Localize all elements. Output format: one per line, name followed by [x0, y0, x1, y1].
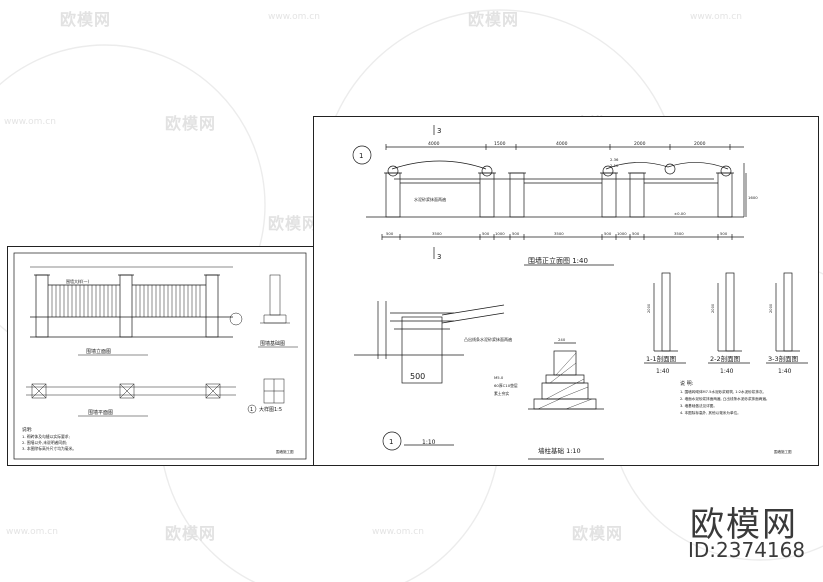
left-note-3: 3. 本图除标高外尺寸均为毫米。: [22, 446, 76, 451]
bottom-dim-11: 500: [720, 231, 728, 236]
top-dim-4: 2000: [634, 141, 646, 147]
brand-id: ID:2374168: [688, 538, 806, 562]
watermark-brand: 欧模网: [572, 524, 624, 543]
right-sheet-name: 围墙施工图: [774, 449, 792, 454]
bottom-dim-4: 1000: [495, 231, 505, 236]
bottom-dim-1: 500: [386, 231, 394, 236]
bottom-dim-7: 500: [604, 231, 612, 236]
watermark-brand: 欧模网: [165, 114, 217, 133]
right-note-3: 3. 墙基础做法见详图。: [680, 403, 717, 408]
detail-scale: 1:10: [422, 439, 436, 446]
watermark-url: www.om.cn: [6, 527, 58, 537]
section-2-dim-a: 2000: [711, 303, 715, 313]
small-dim-1: 2.36: [610, 157, 619, 162]
top-dim-5: 2000: [694, 141, 706, 147]
right-note-4: 4. 本图除标高外, 其他以毫米为单位。: [680, 410, 741, 415]
bottom-dim-8: 1000: [617, 231, 627, 236]
left-notes-title: 说明:: [22, 426, 33, 433]
watermark-brand: 欧模网: [60, 10, 112, 29]
left-note-2: 2. 围墙以外,未说明者同前;: [22, 440, 67, 445]
left-elevation-title: 围墙立面图: [86, 348, 111, 355]
bottom-dim-10: 3500: [674, 231, 684, 236]
left-drawing-sheet: 围墙大样(一) 围墙立面图 围墙基础图 围墙平面图 1 大样图1:5 说明: 1…: [7, 246, 314, 466]
wall-note: 水泥砂浆抹面两遍: [414, 196, 446, 202]
detail-title-number: 1: [389, 438, 393, 446]
height-dim: 1600: [748, 195, 758, 200]
section-marker-bottom: 3: [437, 253, 441, 261]
section-3-title: 3-3剖面图: [768, 354, 798, 363]
elevation-title: 围墙正立面图 1:40: [528, 256, 588, 265]
right-note-1: 1. 围墙砖砌体M7.5水泥砂浆砌筑, 1:2水泥砂浆抹灰。: [680, 389, 766, 394]
section-2-title: 2-2剖面图: [710, 354, 740, 363]
footing-layer-2: 60厚C10垫层: [494, 383, 518, 388]
top-dim-2: 1500: [494, 141, 506, 147]
watermark-url: www.om.cn: [372, 527, 424, 537]
top-dim-1: 4000: [428, 141, 440, 147]
footing-layer-1: M5.0: [494, 375, 504, 380]
footing-layer-3: 素土夯实: [494, 391, 509, 396]
bottom-dim-2: 3500: [432, 231, 442, 236]
section-2-scale: 1:40: [720, 368, 734, 375]
bottom-dim-5: 500: [512, 231, 520, 236]
detail-callout-number: 1: [359, 152, 363, 160]
watermark-brand: 欧模网: [468, 10, 520, 29]
left-detail-number: 1: [250, 407, 253, 413]
left-sheet-drawing: 围墙大样(一) 围墙立面图 围墙基础图 围墙平面图 1 大样图1:5 说明: 1…: [13, 252, 307, 460]
small-dim-2: 2.10: [610, 163, 619, 168]
left-plan-title: 围墙平面图: [88, 409, 113, 416]
brand-logo-text: 欧模网: [690, 505, 798, 545]
profile-note: 凸出线条水泥砂浆抹面两遍: [464, 336, 512, 342]
right-drawing-sheet: 3 3 1 4000 1500 4000 2000 2000 2.36 2.10…: [313, 116, 819, 466]
left-fence-label: 围墙大样(一): [66, 278, 90, 284]
bottom-dim-3: 500: [482, 231, 490, 236]
watermark-brand: 欧模网: [165, 524, 217, 543]
bottom-dim-6: 3500: [554, 231, 564, 236]
right-sheet-drawing: 3 3 1 4000 1500 4000 2000 2000 2.36 2.10…: [352, 125, 808, 460]
ground-level: ±0.00: [674, 211, 686, 216]
left-sheet-name: 围墙施工图: [276, 449, 294, 454]
left-foundation-title: 围墙基础图: [260, 340, 285, 347]
section-marker-top: 3: [437, 127, 441, 135]
section-3-scale: 1:40: [778, 368, 792, 375]
right-notes-title: 说 明:: [680, 380, 694, 387]
left-detail-title: 大样图1:5: [259, 406, 282, 413]
watermark-url: www.om.cn: [4, 117, 56, 127]
section-3-dim-a: 2000: [769, 303, 773, 313]
bottom-dim-9: 500: [632, 231, 640, 236]
section-1-scale: 1:40: [656, 368, 670, 375]
footing-title: 墙柱基础 1:10: [538, 446, 581, 455]
watermark-brand: 欧模网: [268, 214, 320, 233]
section-1-title: 1-1剖面图: [646, 354, 676, 363]
detail-dim-500: 500: [410, 372, 425, 381]
section-1-dim-a: 2000: [647, 303, 651, 313]
watermark-url: www.om.cn: [690, 12, 742, 22]
top-dim-3: 4000: [556, 141, 568, 147]
left-note-1: 1. 砌砖体及勾缝以实际要求;: [22, 434, 70, 439]
watermark-url: www.om.cn: [268, 12, 320, 22]
right-note-2: 2. 墙面水泥砂浆抹面两遍, 凸出线条水泥砂浆抹面两遍。: [680, 396, 770, 401]
footing-width: 240: [558, 337, 566, 342]
